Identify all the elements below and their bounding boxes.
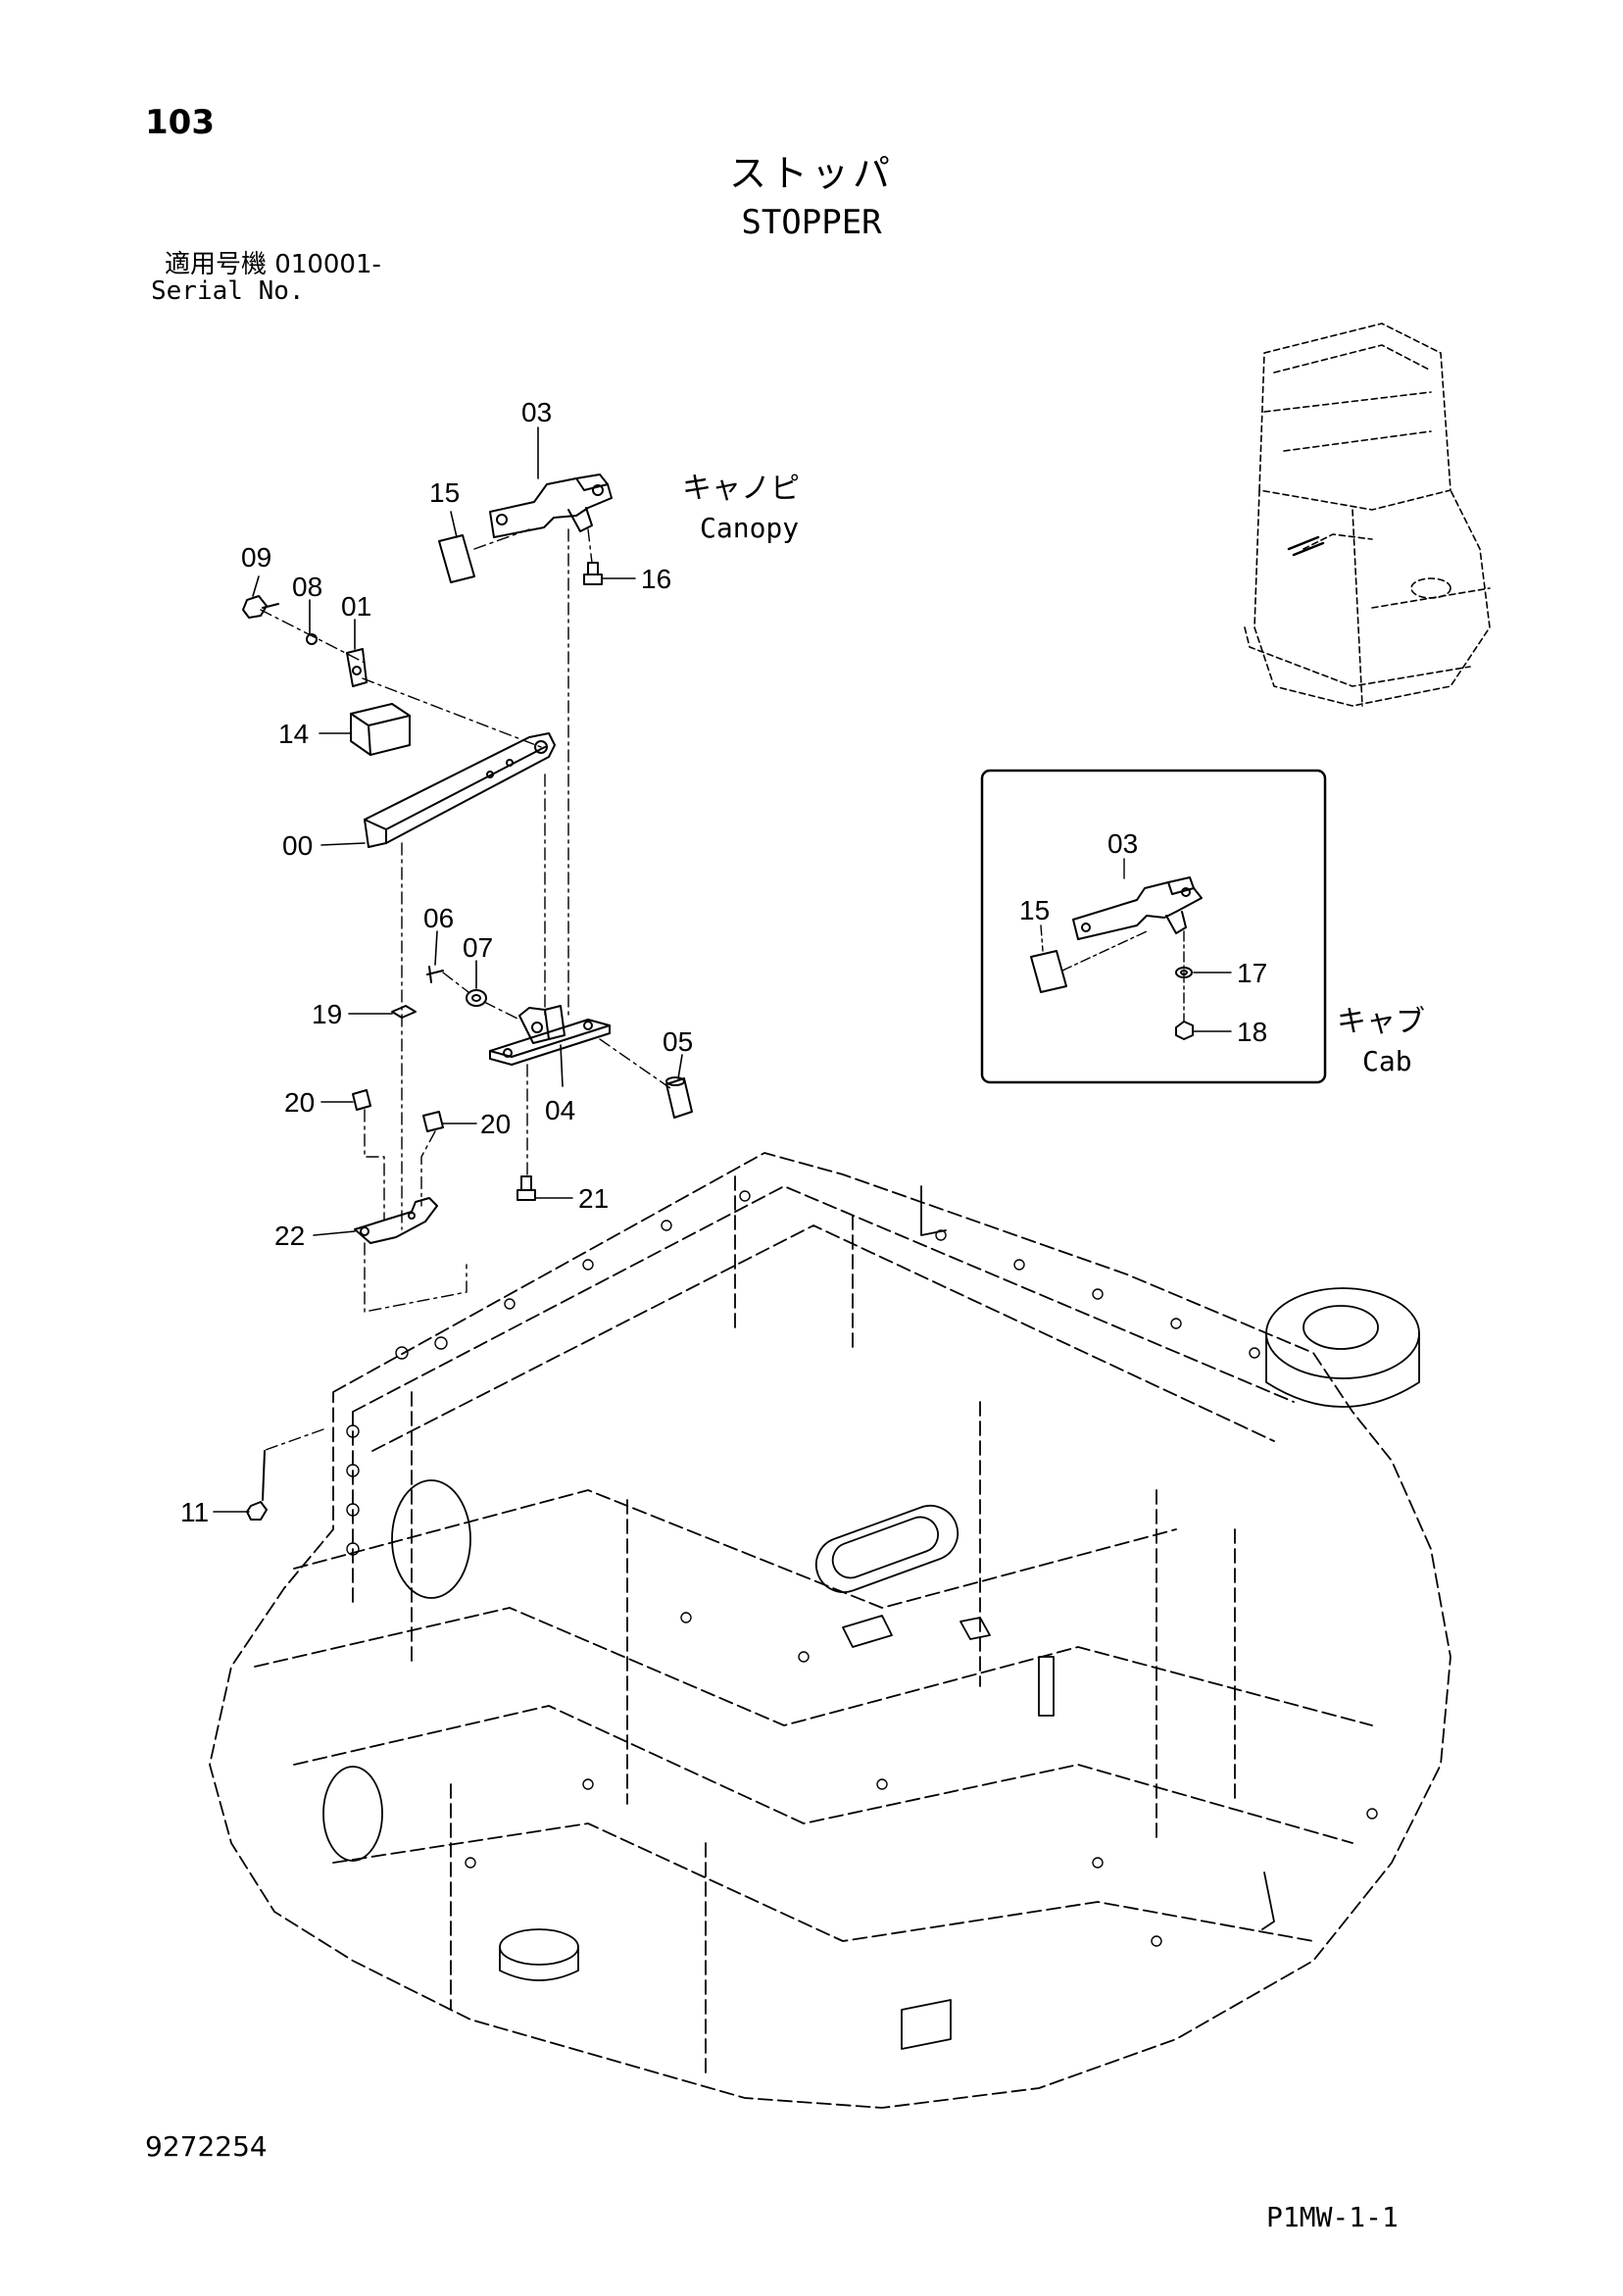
bolt-21 bbox=[516, 1175, 536, 1201]
callout-19: 19 bbox=[312, 999, 342, 1029]
callout-04: 04 bbox=[545, 1095, 575, 1125]
callout-21: 21 bbox=[578, 1183, 609, 1214]
inset-callout-18: 18 bbox=[1237, 1017, 1267, 1047]
clip-20-right bbox=[422, 1111, 444, 1132]
inset-bracket-03 bbox=[1072, 876, 1203, 940]
bracket-22 bbox=[354, 1197, 438, 1244]
plate-01 bbox=[346, 648, 368, 687]
title-japanese: ストッパ bbox=[728, 152, 894, 195]
callout-09: 09 bbox=[241, 542, 271, 573]
inset-callout-15: 15 bbox=[1019, 895, 1050, 925]
callout-03: 03 bbox=[521, 397, 552, 427]
variant-labels: キャノピ Canopy キャブ Cab bbox=[682, 473, 1425, 1077]
page-number: 103 bbox=[145, 103, 215, 142]
callout-07: 07 bbox=[463, 932, 493, 963]
bolt-09 bbox=[242, 595, 279, 619]
page-code: P1MW-1-1 bbox=[1266, 2201, 1399, 2233]
callout-00: 00 bbox=[282, 830, 313, 861]
inset-leader-lines bbox=[1040, 858, 1232, 1032]
washer-08 bbox=[306, 633, 318, 645]
inset-callouts: 03 15 17 18 bbox=[1019, 828, 1267, 1047]
drawing-number: 9272254 bbox=[145, 2130, 268, 2163]
callout-16: 16 bbox=[641, 564, 671, 594]
cab-label-jp: キャブ bbox=[1337, 1006, 1425, 1038]
inset-callout-03: 03 bbox=[1107, 828, 1138, 859]
callout-20-right: 20 bbox=[480, 1109, 511, 1139]
inset-label-plate-15 bbox=[1030, 950, 1067, 993]
callout-06: 06 bbox=[423, 903, 454, 933]
label-plate-15 bbox=[438, 534, 475, 583]
pin-06 bbox=[426, 966, 444, 983]
bracket-03 bbox=[489, 474, 613, 538]
serial-label-english: Serial No. bbox=[151, 276, 305, 306]
pad-14 bbox=[350, 703, 411, 756]
bolt-16 bbox=[583, 562, 603, 585]
callout-22: 22 bbox=[274, 1221, 305, 1251]
serial-label-japanese: 適用号機 010001- bbox=[165, 250, 381, 279]
pin-05 bbox=[665, 1076, 693, 1119]
canopy-label-en: Canopy bbox=[700, 512, 799, 544]
canopy-label-jp: キャノピ bbox=[682, 473, 800, 505]
callout-01: 01 bbox=[341, 591, 371, 622]
callout-20-left: 20 bbox=[284, 1087, 315, 1118]
callout-08: 08 bbox=[292, 572, 322, 602]
canopy-assembly-lines bbox=[260, 528, 671, 1452]
stopper-arm-00 bbox=[364, 732, 556, 848]
square-plate-19 bbox=[391, 1005, 417, 1019]
main-callouts: 03 15 16 09 08 01 14 00 06 07 19 05 04 2… bbox=[180, 397, 693, 1527]
frame-bolt-holes bbox=[346, 1190, 1378, 1947]
callout-11: 11 bbox=[180, 1497, 209, 1527]
base-bracket-04 bbox=[489, 1005, 611, 1066]
callout-14: 14 bbox=[278, 719, 309, 749]
callout-05: 05 bbox=[663, 1026, 693, 1057]
upper-frame bbox=[209, 1152, 1451, 2109]
callout-leaders bbox=[213, 426, 683, 1513]
thumbnail-stopper-highlight bbox=[1287, 535, 1325, 557]
machine-thumbnail bbox=[1244, 323, 1491, 707]
title-english: STOPPER bbox=[741, 203, 882, 242]
callout-15: 15 bbox=[429, 477, 460, 508]
washer-07 bbox=[466, 989, 487, 1007]
inset-callout-17: 17 bbox=[1237, 958, 1267, 988]
clip-20-left bbox=[352, 1089, 371, 1111]
bolt-11 bbox=[246, 1450, 268, 1521]
inset-nut-18 bbox=[1175, 1021, 1194, 1040]
cab-inset-frame bbox=[980, 769, 1327, 1084]
frame-solid-details bbox=[322, 1185, 1420, 2050]
cab-label-en: Cab bbox=[1362, 1045, 1412, 1077]
